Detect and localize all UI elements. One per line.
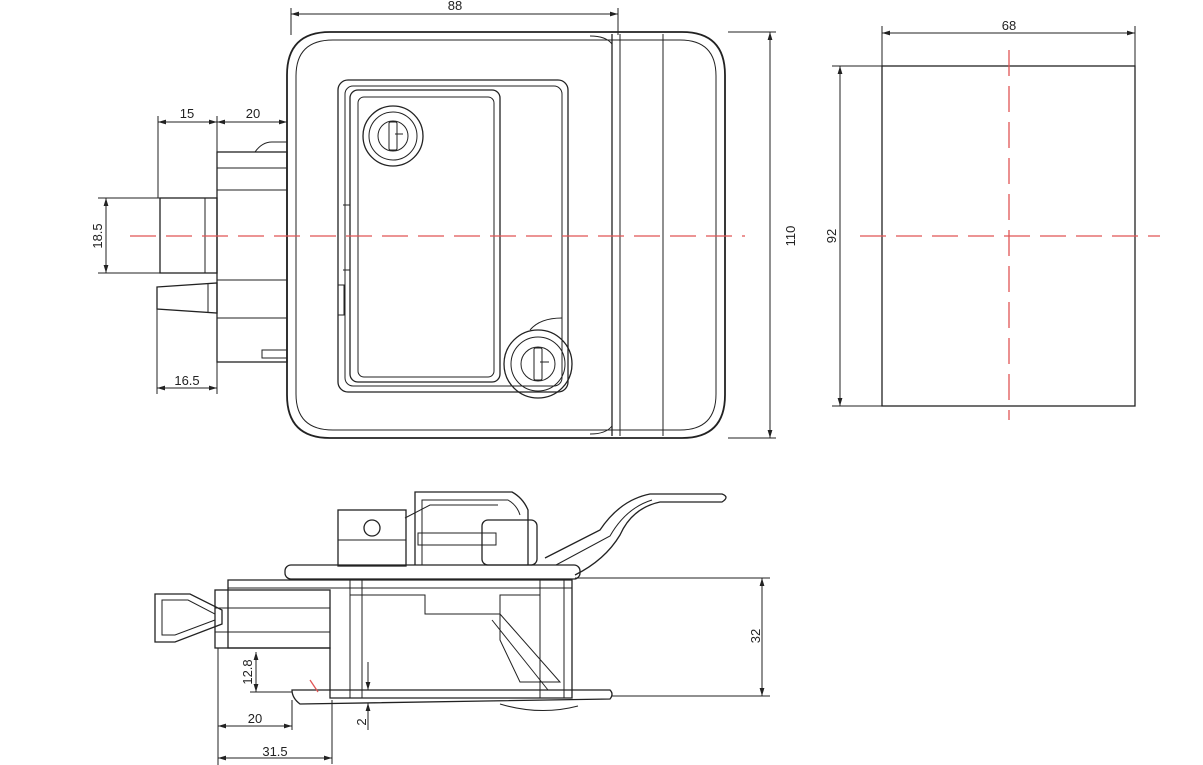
dim-cutout-width: 68 [881, 18, 1136, 66]
dim-cutout-width-label: 68 [1002, 18, 1016, 33]
lock-cam-plate [417, 532, 497, 546]
top-bracket-inner [421, 499, 521, 565]
front-housing-inner-outline [295, 39, 717, 431]
front-housing-step [589, 425, 613, 435]
diagonal-cam [499, 612, 562, 683]
dim-body-depth: 32 [575, 577, 770, 697]
dim-offset-height: 12.8 [240, 647, 292, 693]
dim-overall-offset: 31.5 [218, 700, 333, 764]
angled-latch [156, 282, 218, 314]
diagonal-cam-line [491, 619, 549, 691]
dim-cutout-height-label: 92 [824, 229, 839, 243]
dim-housing-depth: 20 [217, 106, 288, 142]
dim-body-depth-label: 32 [748, 629, 763, 643]
dim-latch-length: 16.5 [156, 309, 218, 394]
front-view: 88 110 15 20 18.5 [90, 0, 798, 439]
side-view: 32 12.8 20 31.5 2 [154, 491, 770, 765]
paddle-handle-inner [357, 96, 495, 378]
dim-bolt-length: 15 [157, 106, 218, 198]
dim-flange-thickness-label: 2 [354, 718, 369, 725]
front-housing-step [589, 35, 613, 45]
side-angled-latch [154, 593, 223, 643]
dim-latch-length-label: 16.5 [174, 373, 199, 388]
dim-housing-depth-label: 20 [246, 106, 260, 121]
recess-slot [337, 284, 345, 316]
bottom-flange [291, 689, 613, 705]
lock-cam-block [481, 519, 538, 566]
top-flange [284, 564, 581, 580]
side-main-body [227, 579, 573, 699]
dim-overall-width: 88 [290, 0, 619, 35]
bottom-flange-mark [309, 679, 319, 693]
top-bracket [414, 491, 529, 565]
dim-bolt-height: 18.5 [90, 197, 160, 274]
dim-offset-width-label: 20 [248, 711, 262, 726]
front-housing-outline [286, 31, 726, 439]
latch-housing-foot [261, 349, 288, 359]
side-angled-latch-inner [161, 599, 216, 636]
dim-flange-thickness: 2 [354, 662, 371, 730]
dim-bolt-height-label: 18.5 [90, 223, 105, 248]
side-body-step [350, 594, 540, 615]
dim-overall-height-label: 110 [783, 226, 798, 247]
lever-arm-inner [555, 499, 653, 566]
dim-overall-offset-label: 31.5 [262, 744, 287, 759]
dim-overall-height: 110 [728, 31, 798, 439]
pivot-hole-icon [363, 519, 381, 537]
dim-offset-width: 20 [217, 648, 293, 765]
latch-housing [216, 151, 288, 363]
latch-housing-cap [254, 141, 287, 153]
paddle-handle-notch [529, 317, 563, 331]
pivot-block [337, 509, 407, 567]
side-latch-base [214, 589, 331, 649]
dim-offset-height-label: 12.8 [240, 659, 255, 684]
cutout-view: 68 92 [824, 18, 1160, 420]
lever-arm [544, 493, 727, 576]
dim-cutout-height: 92 [824, 65, 882, 407]
dim-bolt-length-label: 15 [180, 106, 194, 121]
dim-overall-width-label: 88 [448, 0, 462, 13]
lock-cylinder-top-icon [362, 105, 424, 167]
bottom-flange-lip [499, 703, 579, 712]
top-bracket-hook [404, 504, 498, 519]
lock-cylinder-bottom-icon [503, 329, 573, 399]
